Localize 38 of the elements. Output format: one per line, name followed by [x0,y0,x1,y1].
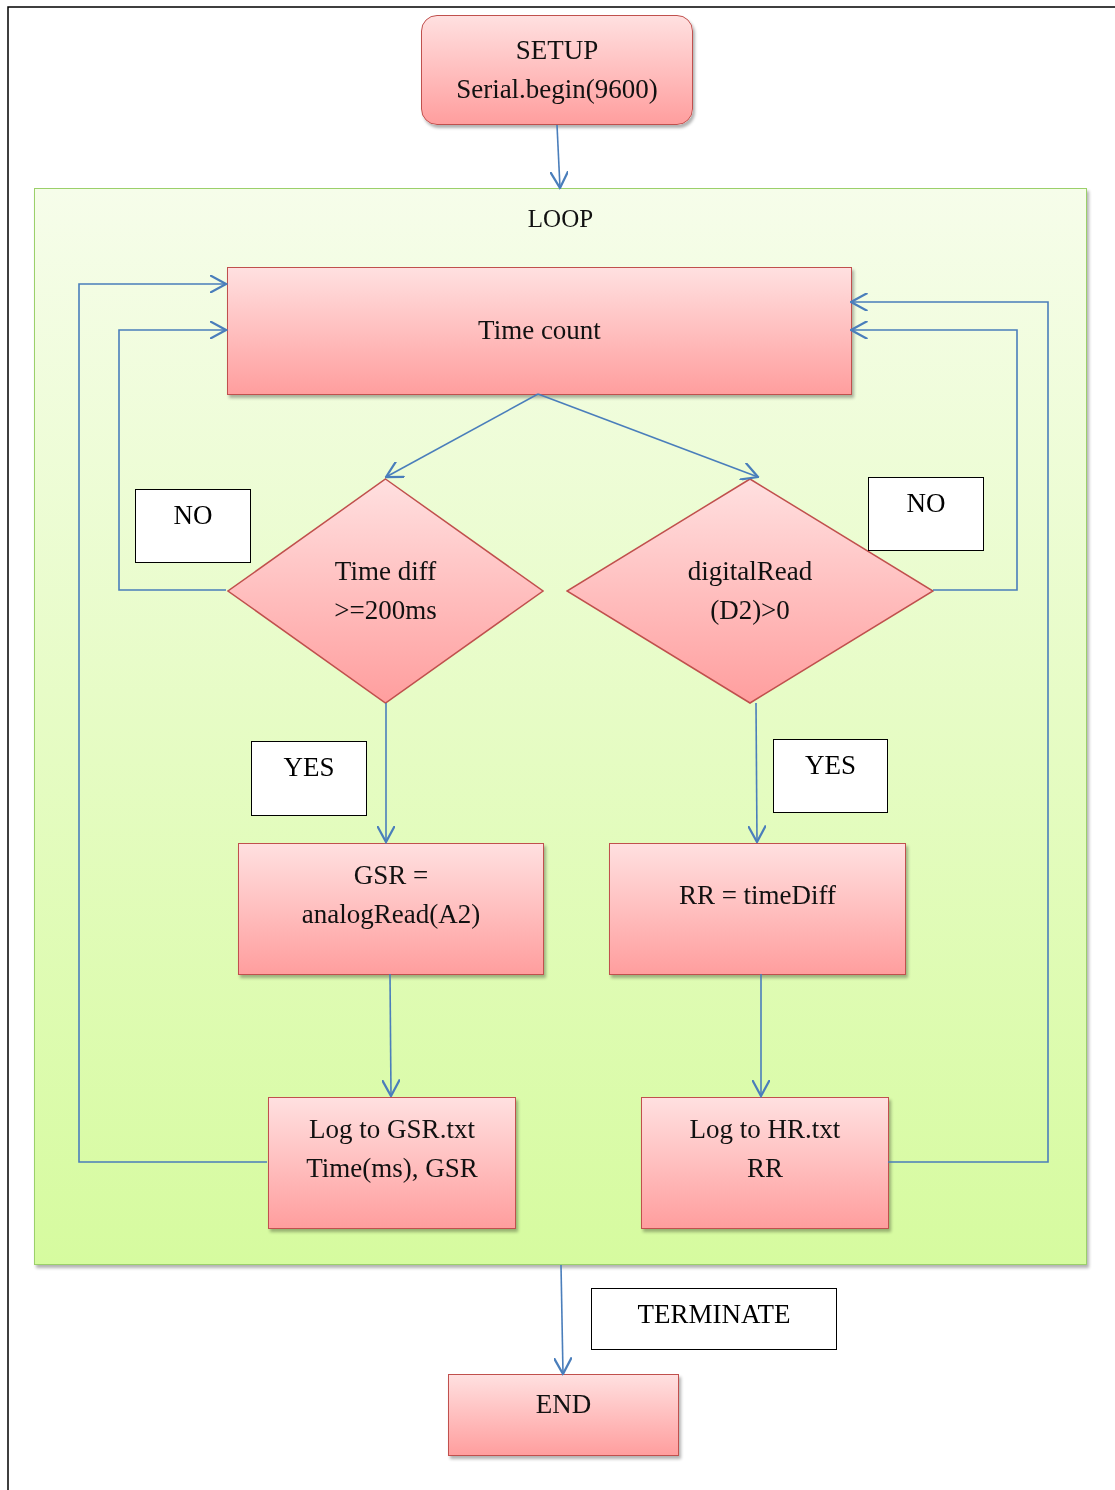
process-box [641,1097,889,1229]
process-box [227,267,852,395]
node-text: digitalRead (D2)>0 [686,554,814,627]
process-box [268,1097,516,1229]
arrow [384,393,539,479]
edge-label: NO [868,477,984,551]
node-text: GSR = analogRead(A2) [300,859,482,932]
edge-label: NO [135,489,251,563]
node-text: Log to HR.txt [689,1113,841,1146]
node-text: LOOP [527,204,594,234]
node-text: Time(ms), GSR [306,1152,478,1186]
node-text: RR = timeDiff [678,879,837,912]
node-text: SETUP [515,33,599,67]
arrow [849,319,1018,591]
arrow [118,319,228,591]
node-text: Time count [478,314,601,348]
process-box [238,843,544,975]
node-text: Serial.begin(9600) [456,73,658,106]
arrow [746,702,767,844]
arrow [537,393,760,481]
edge-label: TERMINATE [591,1288,837,1350]
edge-label: YES [773,739,888,813]
arrow [750,973,772,1098]
process-box [448,1374,679,1456]
arrow [380,973,401,1098]
node-text: RR [747,1152,783,1186]
edge-label: YES [251,741,367,816]
arrow [549,124,570,190]
node-text: END [535,1388,592,1421]
loop-container [34,188,1087,1265]
arrow [552,1264,573,1376]
arrow [849,291,1049,1163]
process-box [609,843,906,975]
node-text: Log to GSR.txt [309,1113,475,1146]
arrow [78,273,268,1163]
process-box [421,15,693,125]
node-text: Time diff >=200ms [333,554,438,627]
arrow [375,702,397,844]
